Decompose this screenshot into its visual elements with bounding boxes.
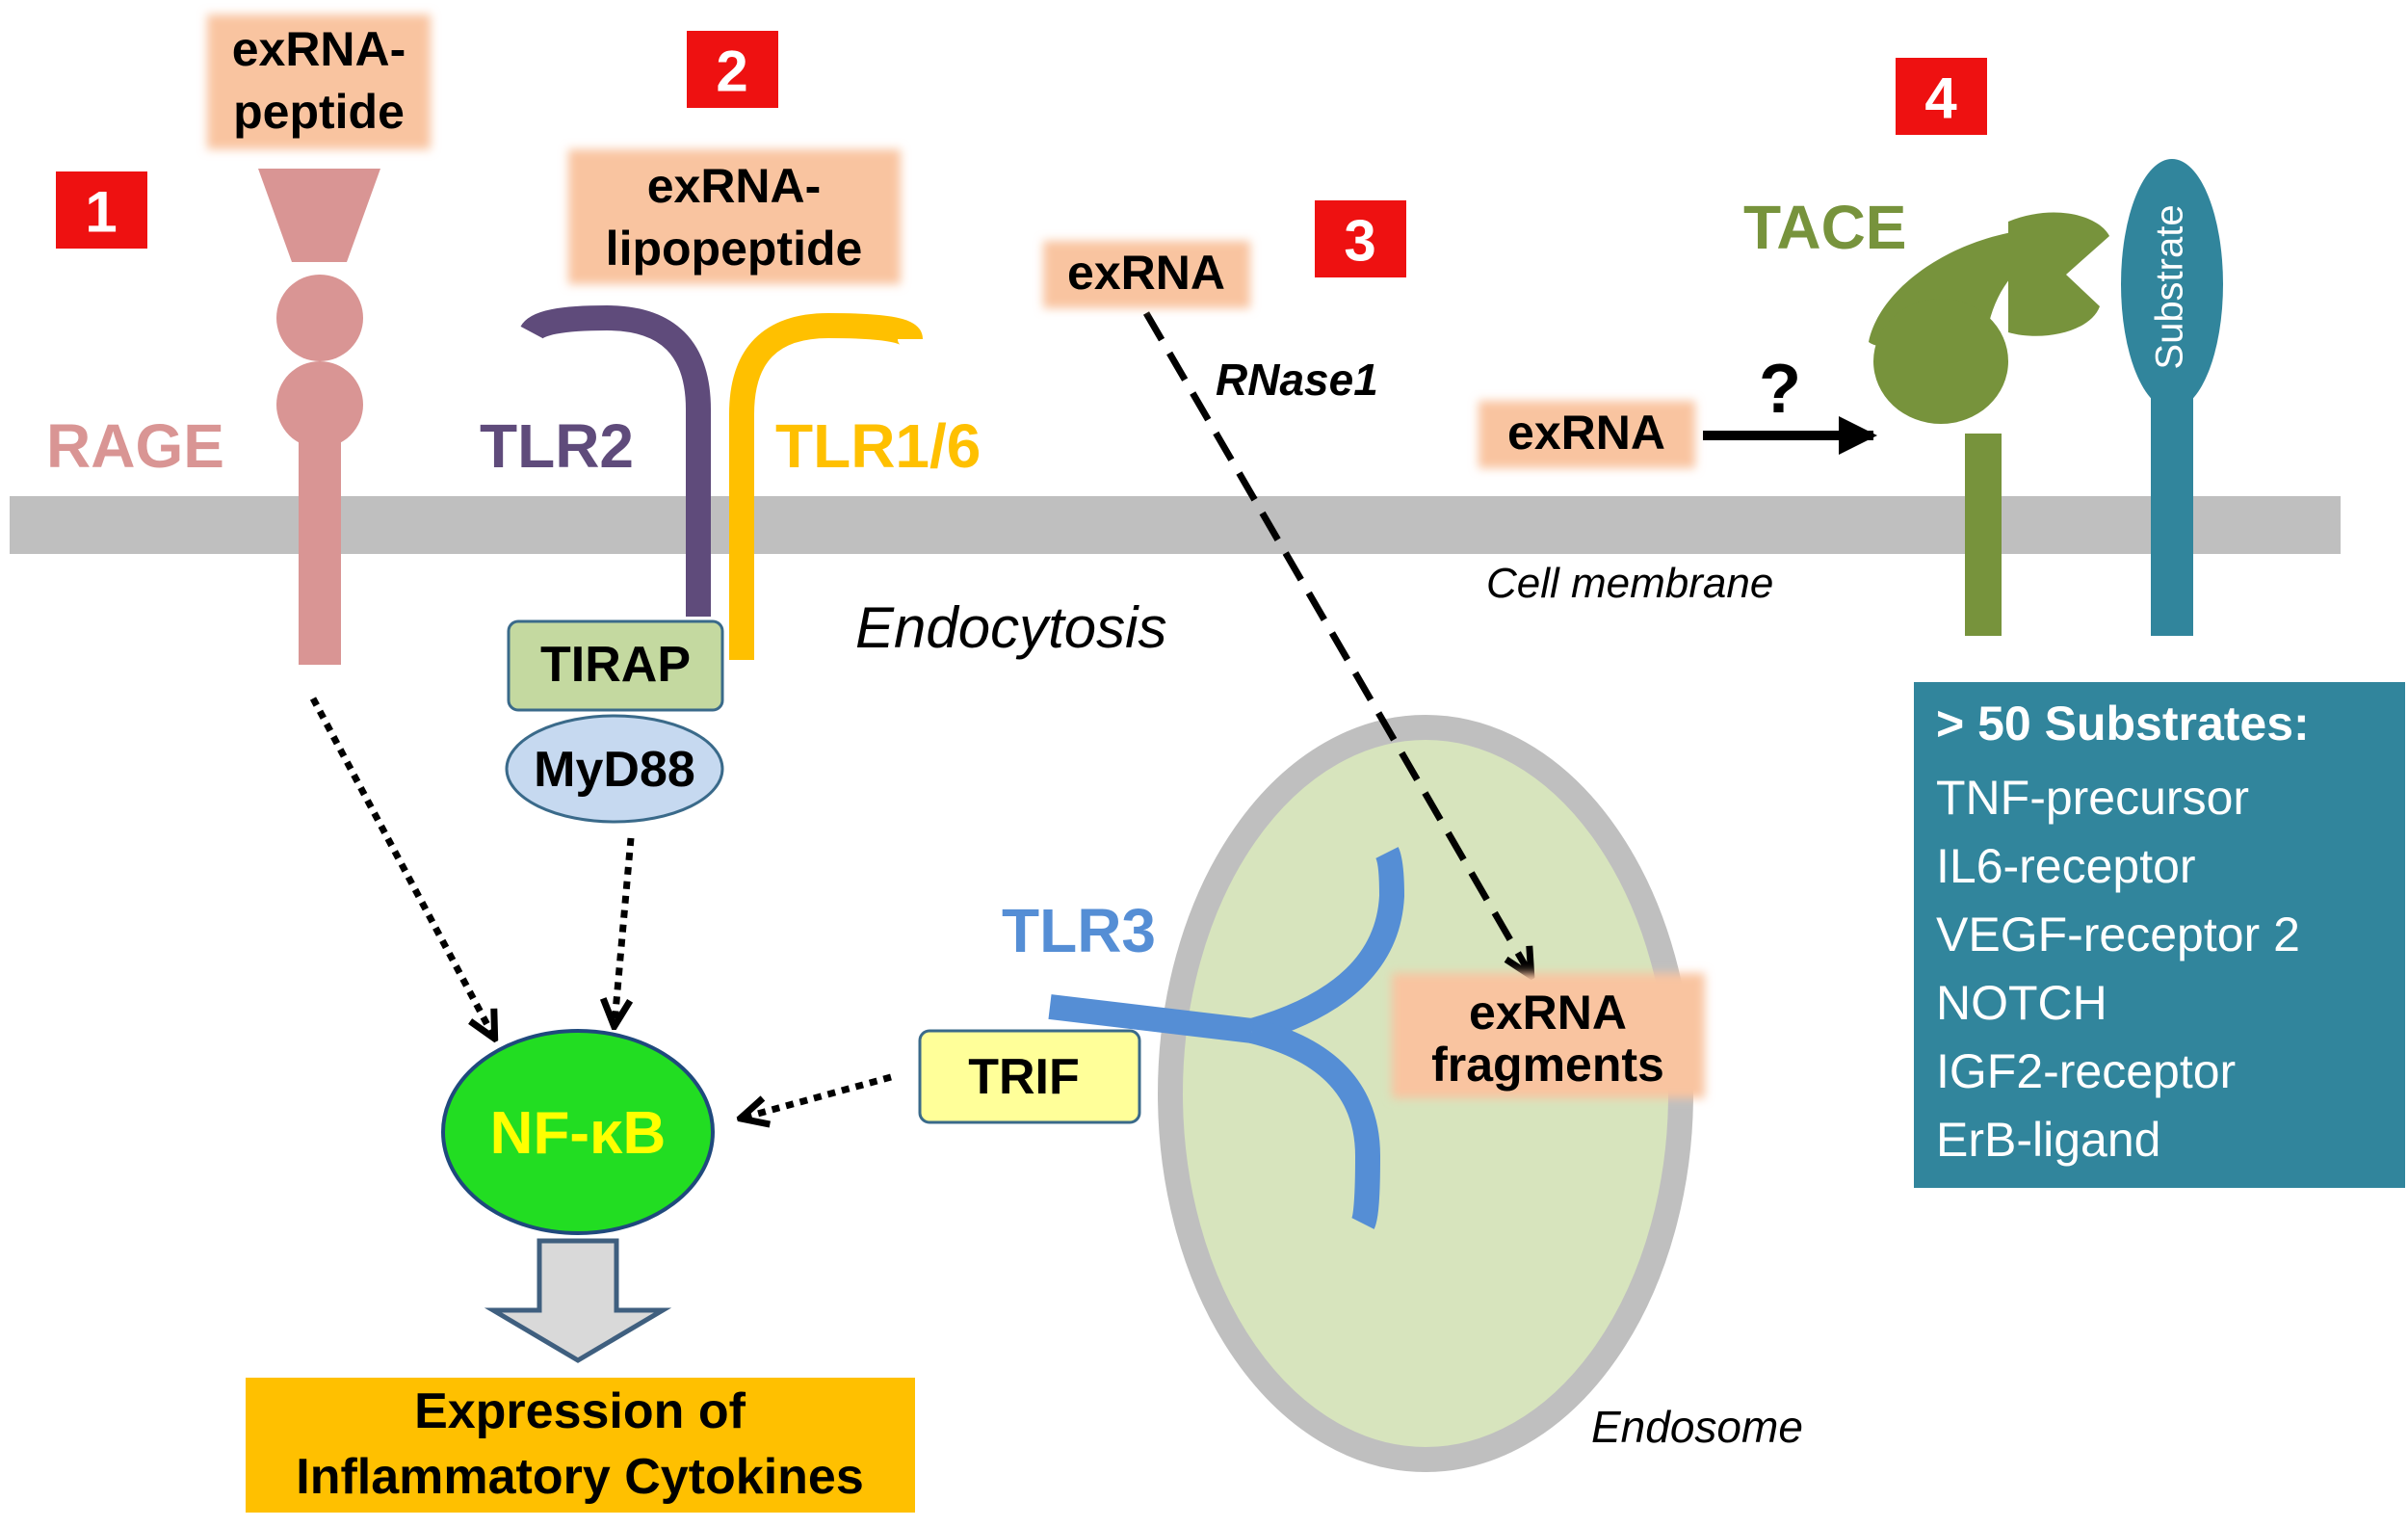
trif-box [918,1029,1141,1124]
rnase1-label: RNase1 [1216,355,1378,405]
exrna-peptide-label-1: exRNA- [232,22,406,76]
exrna-3-label: exRNA [1067,246,1225,300]
tlr3-label: TLR3 [1002,896,1156,965]
substrate-label: Substrate [2149,204,2191,369]
number-4: 4 [1924,66,1957,131]
substrate-item: VEGF-receptor 2 [1936,908,2300,961]
myd88-to-nfkb-arrow [615,837,635,1023]
exrna-4-label: exRNA [1507,406,1665,460]
question-mark: ? [1759,351,1801,428]
expression-label-2: Inflammatory Cytokines [296,1449,864,1505]
rage-label: RAGE [46,411,224,481]
tirap-label: TIRAP [540,637,691,693]
nfkb-label: NF-κB [490,1100,667,1167]
number-1: 1 [85,180,117,245]
endosome-label: Endosome [1591,1402,1803,1452]
rage-receptor [258,169,380,665]
exrna-endocytosis-arrow [1142,311,1530,973]
tirap-box [507,619,724,712]
exrna-lipopeptide-label-1: exRNA- [647,159,822,213]
exrna-lipopeptide-label-2: lipopeptide [606,222,863,276]
number-box-4 [1896,58,1987,135]
exrna-fragments-bg [1392,973,1705,1098]
exrna-fragments-label-2: fragments [1431,1038,1664,1092]
substrate-item: IL6-receptor [1936,839,2196,893]
exrna-3-bg [1043,241,1250,308]
expression-arrow [484,1238,672,1363]
exrna-peptide-bg [207,14,431,149]
substrates-title: > 50 Substrates: [1936,697,2310,750]
tlr3-receptor [1048,847,1405,1229]
number-2: 2 [716,39,747,104]
myd88-ellipse [505,714,724,824]
substrate-item: ErB-ligand [1936,1113,2160,1167]
cell-membrane-label: Cell membrane [1486,560,1773,607]
number-box-1 [56,171,147,249]
endocytosis-label: Endocytosis [855,595,1167,660]
rage-to-nfkb-arrow [309,697,493,1036]
trif-to-nfkb-arrow [744,1073,892,1118]
number-box-2 [687,31,778,108]
substrate-item: TNF-precursor [1936,771,2249,825]
myd88-label: MyD88 [534,742,695,798]
exrna-4-bg [1479,401,1695,468]
cell-membrane-band [10,496,2341,554]
tlr2-label: TLR2 [480,411,634,481]
exrna-lipopeptide-bg [568,149,901,284]
expression-box [246,1378,915,1513]
tace-enzyme [1869,212,2109,636]
tlr16-receptor [729,312,923,660]
nfkb-ellipse [441,1029,715,1235]
substrate-molecule [2121,159,2223,636]
tace-label: TACE [1743,193,1906,262]
trif-label: TRIF [968,1049,1080,1105]
substrates-box [1914,682,2405,1188]
tlr2-receptor [520,304,711,617]
tlr16-label: TLR1/6 [775,411,981,481]
number-3: 3 [1344,209,1375,274]
exrna-fragments-label-1: exRNA [1469,986,1627,1040]
number-box-3 [1315,200,1406,277]
substrate-item: IGF2-receptor [1936,1044,2236,1098]
exrna-peptide-label-2: peptide [233,85,405,139]
expression-label-1: Expression of [414,1383,746,1439]
substrate-item: NOTCH [1936,976,2107,1030]
